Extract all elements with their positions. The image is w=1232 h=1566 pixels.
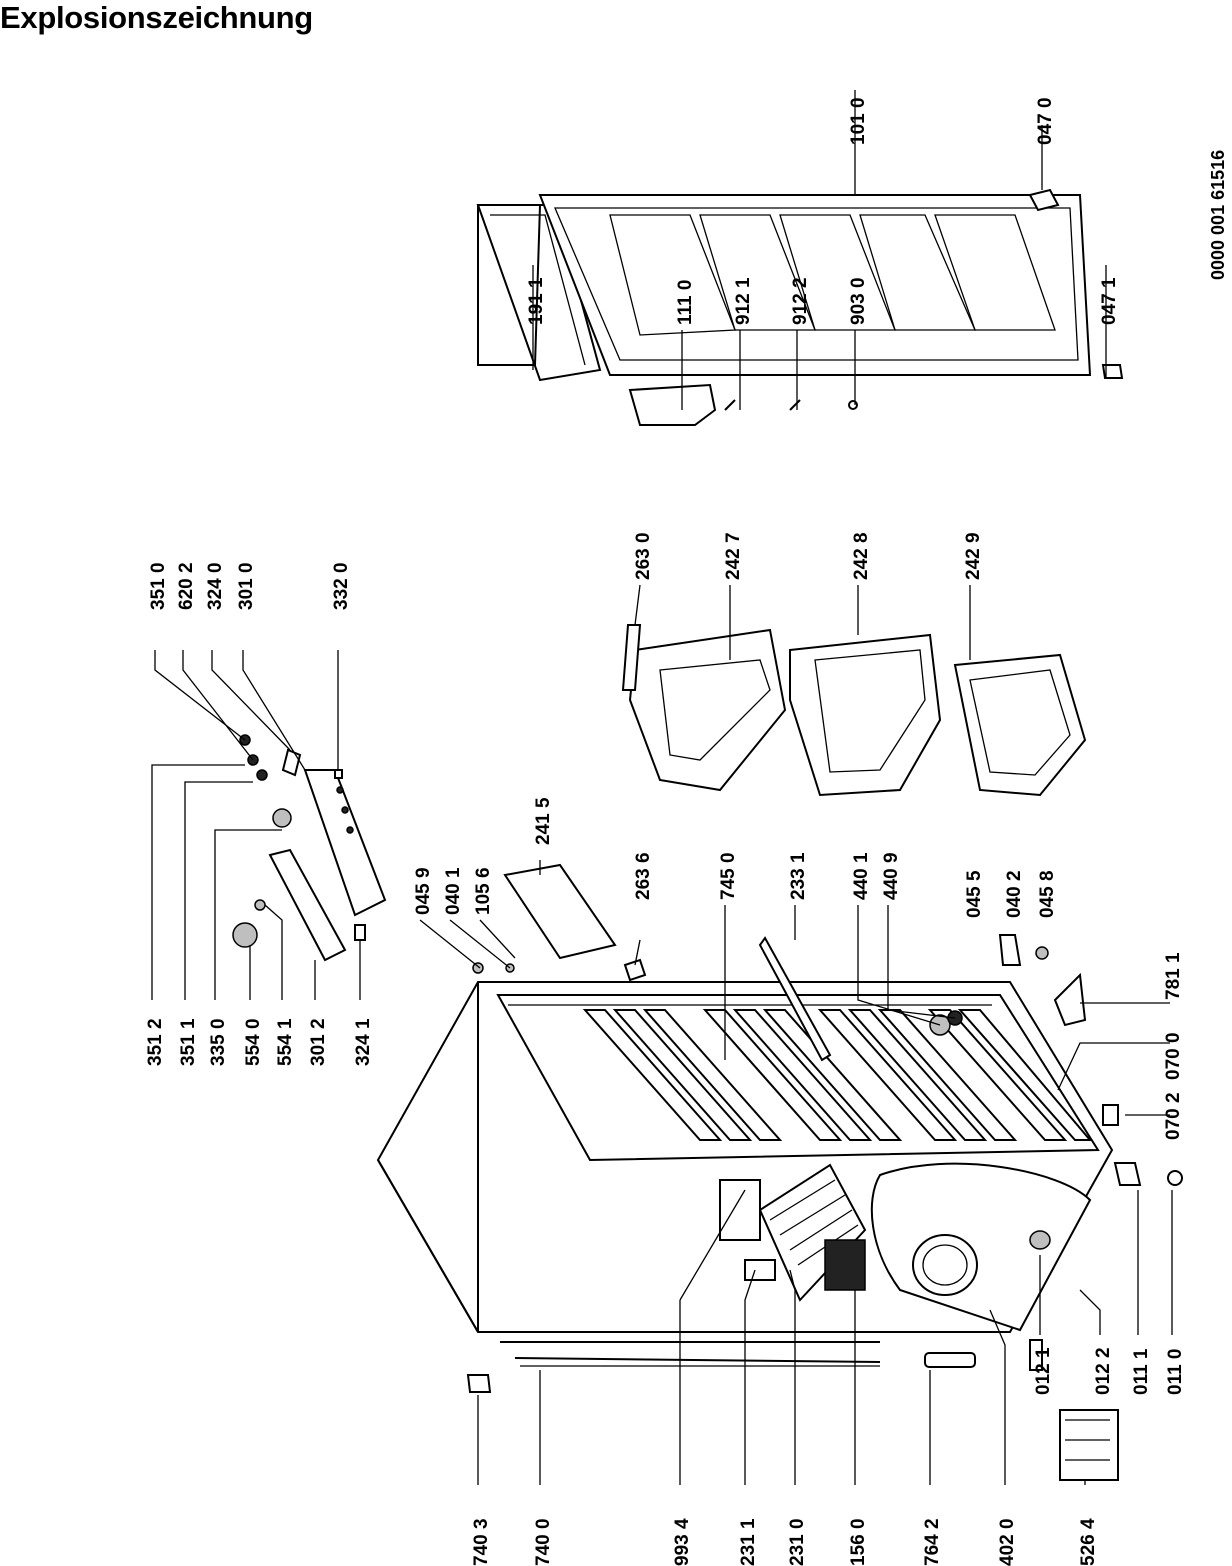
part-label: 233 1 [788,852,809,900]
part-label: 554 1 [275,1018,296,1066]
part-label: 740 3 [471,1518,492,1566]
part-label: 402 0 [997,1518,1018,1566]
evaporator-shelves [582,1009,1093,1141]
part-label: 242 8 [851,532,872,580]
part-label: 263 6 [633,852,654,900]
part-label: 554 0 [243,1018,264,1066]
part-label: 231 0 [787,1518,808,1566]
part-label: 047 1 [1099,277,1120,325]
part-label: 324 0 [205,562,226,610]
cabinet-small-parts [466,934,1183,1481]
document-number: 0000 001 61516 [1208,150,1228,280]
part-label: 111 0 [675,280,696,325]
part-label: 332 0 [331,562,352,610]
door-gasket [476,204,602,382]
part-label: 012 1 [1033,1347,1054,1395]
part-label: 040 2 [1004,870,1025,918]
part-label: 070 2 [1163,1092,1184,1140]
part-label: 912 2 [790,277,811,325]
part-label: 070 0 [1163,1032,1184,1080]
part-label: 745 0 [718,852,739,900]
part-label: 440 9 [881,852,902,900]
part-label: 351 0 [148,562,169,610]
part-label: 301 2 [308,1018,329,1066]
part-label: 045 8 [1037,870,1058,918]
part-label: 012 2 [1093,1347,1114,1395]
fan-cover [503,863,617,960]
part-label: 242 9 [963,532,984,580]
part-label: 301 0 [236,562,257,610]
cabinet-body [376,981,1114,1368]
part-label: 620 2 [176,562,197,610]
part-label: 045 5 [964,870,985,918]
part-label: 011 1 [1131,1348,1152,1395]
part-label: 351 1 [178,1018,199,1066]
leader-lines [151,90,1173,1485]
part-label: 335 0 [208,1018,229,1066]
part-label: 351 2 [145,1018,166,1066]
freezer-drawers [621,624,1087,797]
part-label: 764 2 [922,1518,943,1566]
part-label: 241 5 [533,797,554,845]
part-label: 263 0 [633,532,654,580]
part-label: 242 7 [723,532,744,580]
part-label: 740 0 [533,1518,554,1566]
part-label: 047 0 [1035,97,1056,145]
page-title: Explosionszeichnung [0,0,313,35]
part-label: 993 4 [672,1518,693,1566]
part-label: 156 0 [848,1518,869,1566]
part-labels: 740 3 740 0 993 4 231 1 231 0 156 0 764 … [145,97,1186,1566]
part-label: 903 0 [848,277,869,325]
part-label: 191 1 [526,277,547,325]
part-label: 912 1 [733,277,754,325]
part-label: 101 0 [848,97,869,145]
door-small-parts [628,188,1124,426]
part-label: 040 1 [443,867,464,915]
part-label: 231 1 [738,1518,759,1566]
part-label: 526 4 [1078,1518,1099,1566]
part-label: 011 0 [1165,1349,1186,1396]
part-label: 324 1 [353,1018,374,1066]
part-label: 440 1 [851,852,872,900]
part-label: 781 1 [1163,952,1184,1000]
part-label: 105 6 [473,867,494,915]
part-label: 045 9 [413,867,434,915]
control-panel-parts [232,734,387,962]
door [538,194,1092,376]
